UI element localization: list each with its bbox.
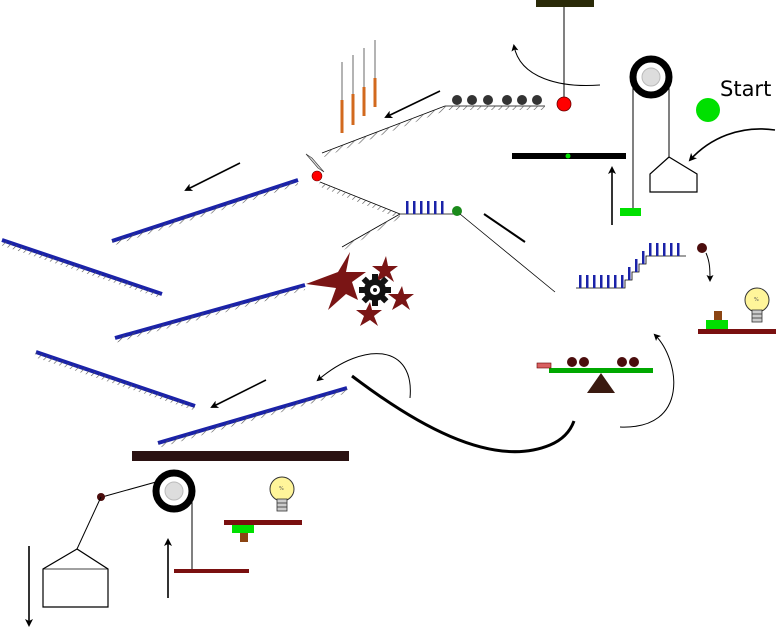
bulb-text-bottom: % (279, 486, 284, 492)
seesaw-board (549, 368, 653, 373)
green-counterweight-top (620, 208, 641, 216)
maroon-shelf-lower (174, 569, 249, 573)
grey-ball (452, 95, 462, 105)
candle-group (340, 40, 377, 133)
grey-ball (517, 95, 527, 105)
start-label: Start (720, 77, 771, 101)
blue-ramp-3 (114, 283, 306, 343)
dark-long-bar (132, 451, 349, 461)
brown-block-bottom (240, 533, 248, 542)
left-descending-slope (341, 213, 401, 251)
seesaw-ball (567, 357, 577, 367)
curved-arrow-seesaw (619, 333, 675, 428)
grey-ball (467, 95, 477, 105)
blue-ramp-4 (34, 350, 196, 410)
pulley-rope-bottom-left (101, 481, 157, 498)
grey-ball (532, 95, 542, 105)
hanging-basket-top (649, 156, 698, 193)
gear-icon (359, 274, 391, 306)
light-bulb-icon: % (269, 476, 295, 512)
domino-staircase (576, 243, 686, 289)
seesaw-fulcrum (587, 373, 615, 393)
arrow-left-ramp1 (184, 162, 241, 191)
brown-block-right (714, 311, 722, 320)
explosion-star-small (372, 256, 398, 282)
green-dot (565, 153, 571, 159)
seesaw-ball (579, 357, 589, 367)
green-ledge-ball (452, 206, 462, 216)
junction-flap (305, 153, 325, 173)
grey-ball (502, 95, 512, 105)
curved-arrow-top (511, 44, 601, 86)
ledge-slope-right (459, 213, 556, 293)
arrow-left-ramp5 (210, 379, 267, 408)
red-junction-ball (311, 170, 323, 182)
basket-rope (76, 496, 102, 550)
light-bulb-icon: % (744, 287, 770, 323)
grey-ball (483, 95, 493, 105)
grey-ball-row (452, 95, 542, 105)
brown-ball-staircase (697, 243, 707, 253)
curved-arrow-swoop (316, 353, 411, 399)
maroon-shelf-right (698, 329, 776, 334)
bulb-text-right: % (754, 297, 759, 303)
arrow-down-ball (705, 252, 714, 282)
arrow-left-top (384, 90, 441, 119)
green-switch-right (706, 320, 728, 329)
middle-descending-slope (318, 181, 401, 218)
blue-ramp-5 (157, 386, 348, 448)
pulley-hub-top (641, 67, 661, 87)
curved-arrow-start (688, 128, 776, 162)
green-switch-bottom (232, 525, 254, 533)
maroon-shelf-bulb (224, 520, 302, 525)
red-pendulum-ball (556, 96, 572, 112)
ceiling-mount (536, 0, 594, 7)
curved-swoop-track (351, 374, 576, 454)
top-ledge-slope (321, 105, 545, 157)
seesaw-ball (617, 357, 627, 367)
blue-ramp-1 (111, 178, 299, 246)
seesaw-red-tip (536, 362, 552, 369)
pulley-hub-bottom (164, 481, 184, 501)
seesaw-ball (629, 357, 639, 367)
explosion-star-small (356, 302, 382, 326)
domino-row-upper (400, 201, 460, 215)
start-ball (696, 98, 720, 122)
blue-ramp-2 (0, 238, 163, 298)
explosion-star-large (306, 252, 366, 310)
small-plank (483, 213, 526, 243)
hanging-basket-bottom (42, 548, 109, 608)
explosion-star-small (388, 286, 414, 310)
